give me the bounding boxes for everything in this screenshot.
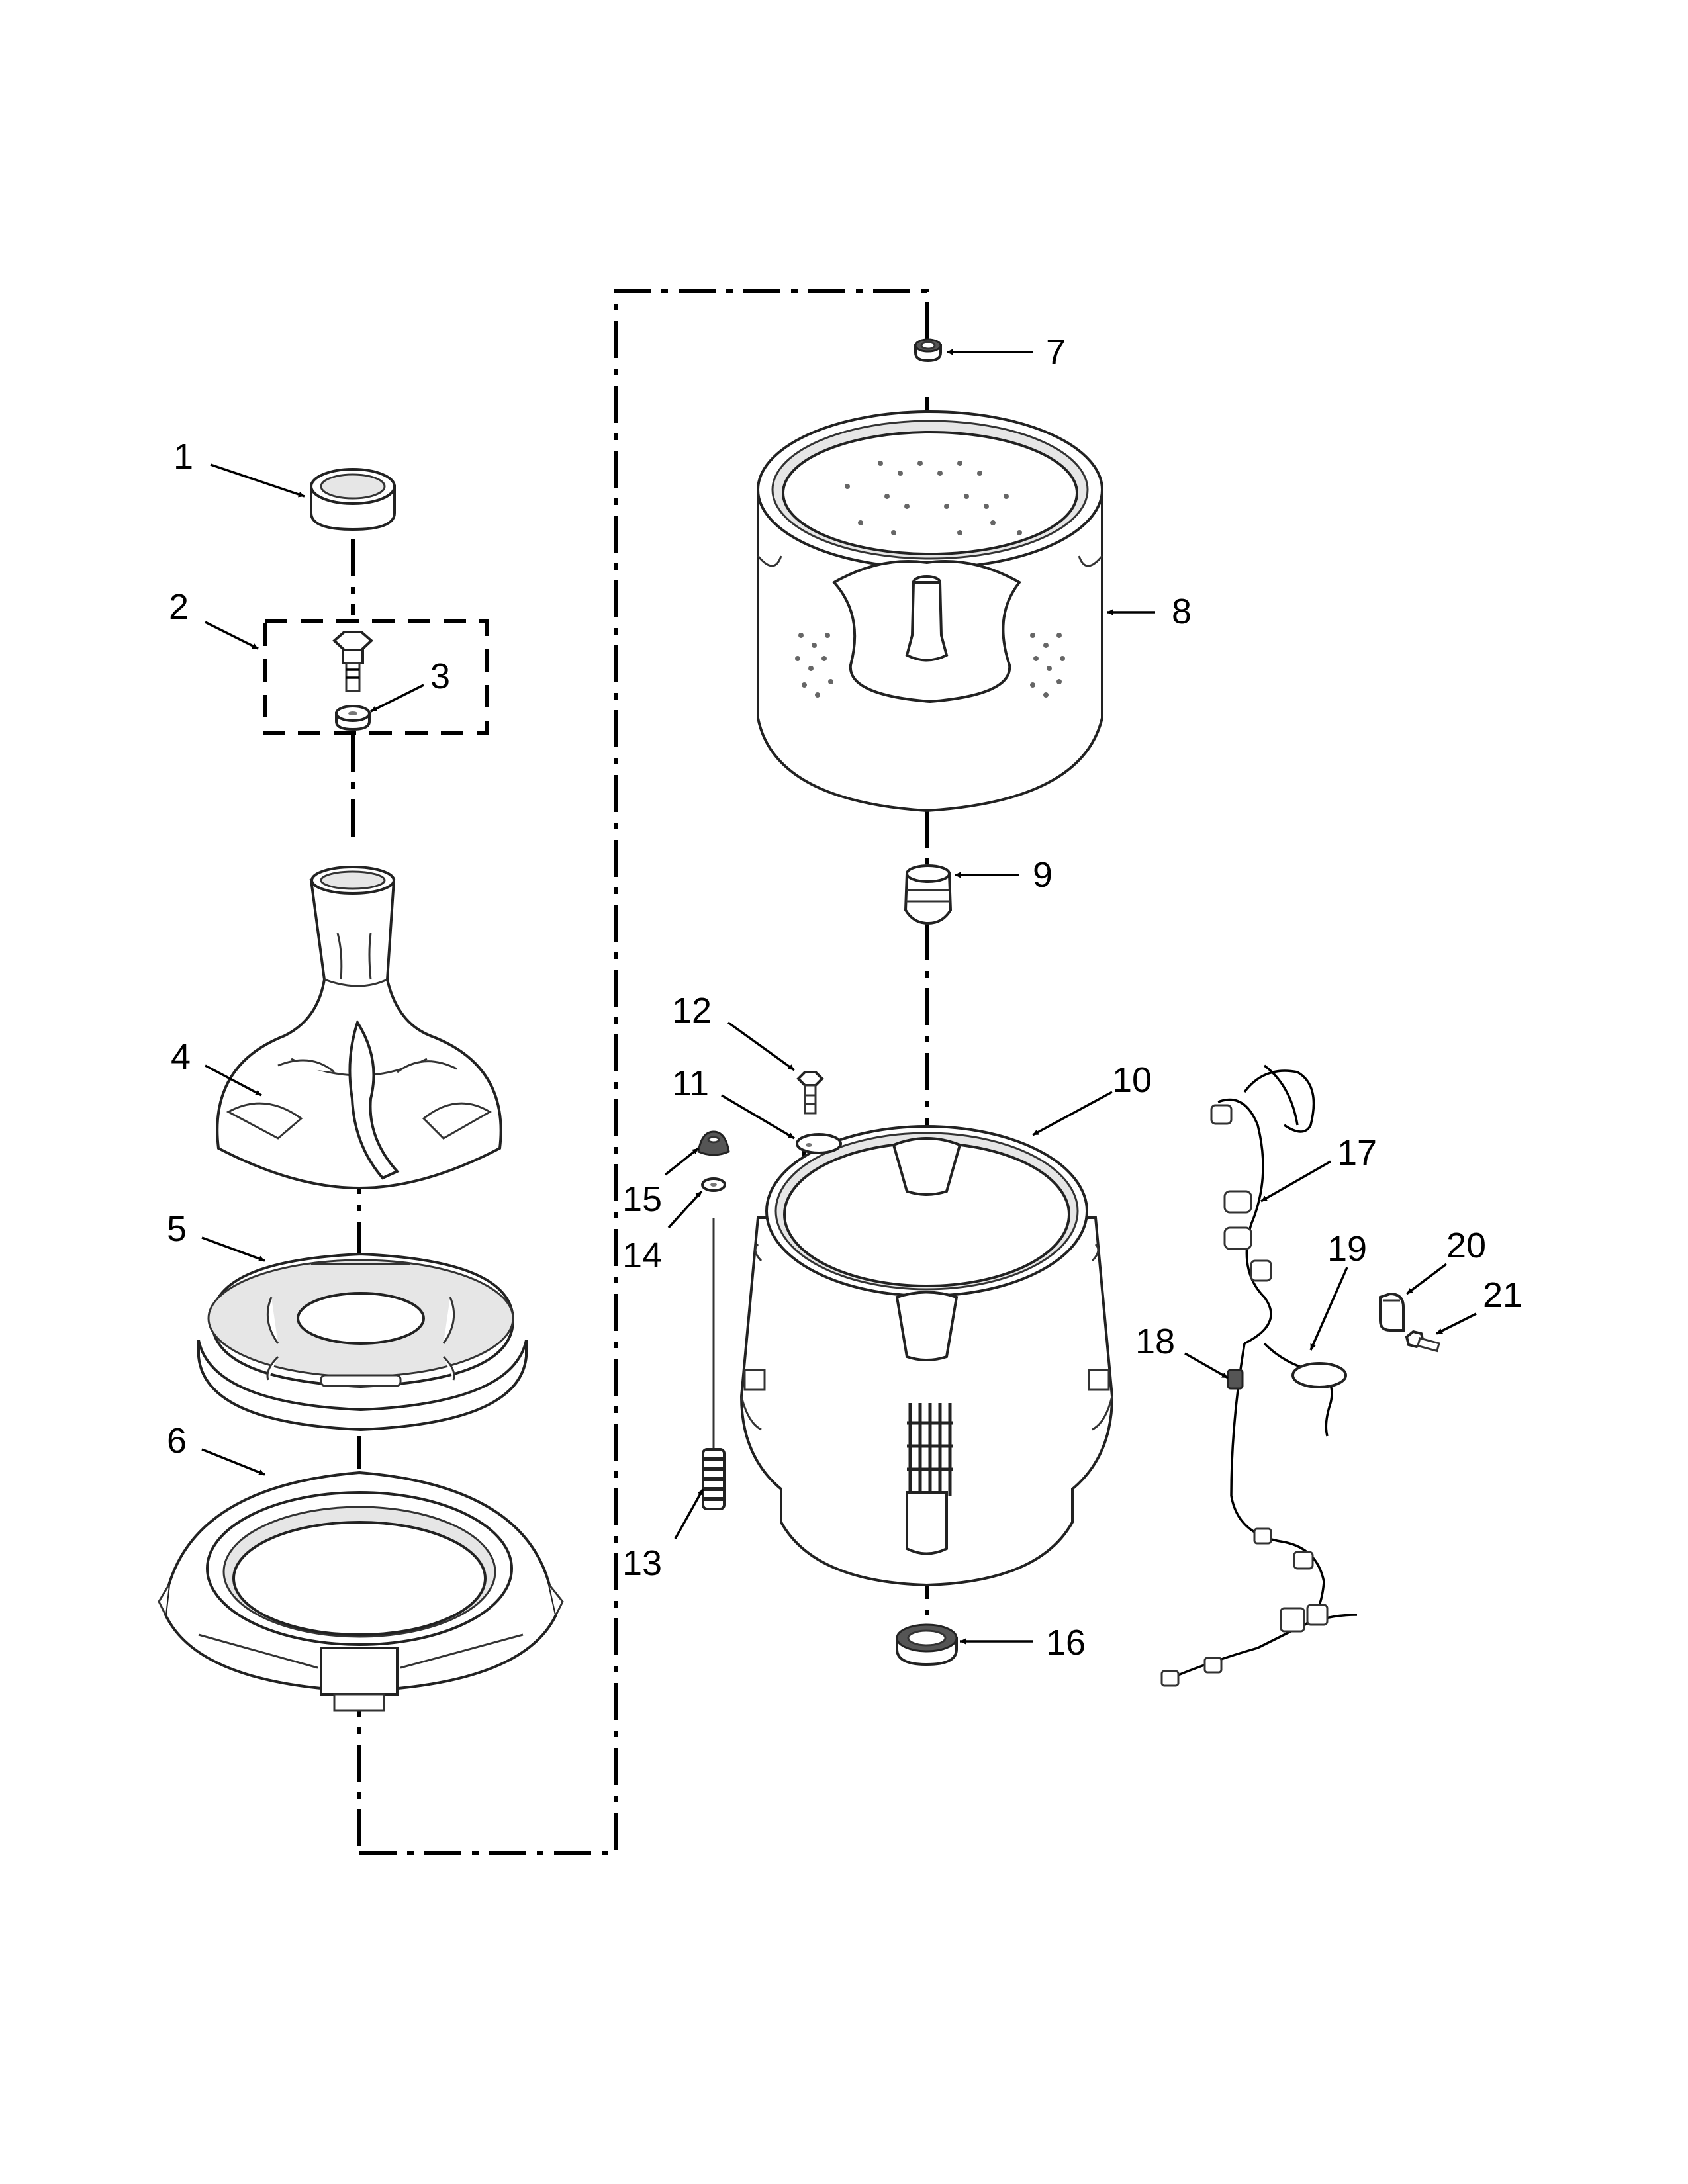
part-9-bushing [904, 864, 953, 925]
part-17-wire-harness [1160, 1064, 1358, 1687]
part-8-basket [757, 410, 1103, 813]
part-label-14: 14 [622, 1236, 662, 1275]
part-label-2: 2 [169, 587, 189, 627]
part-label-5: 5 [167, 1209, 187, 1249]
part-14-grommet [701, 1177, 726, 1192]
part-1-agitator-cap [310, 468, 396, 531]
part-label-1: 1 [173, 437, 193, 477]
part-5-ring-plate [197, 1252, 528, 1432]
part-label-7: 7 [1046, 332, 1066, 372]
part-label-6: 6 [167, 1421, 187, 1461]
part-label-8: 8 [1172, 592, 1192, 631]
part-15-knob [697, 1130, 730, 1156]
part-10-outer-tub [739, 1125, 1114, 1587]
part-label-11: 11 [672, 1064, 709, 1103]
part-label-9: 9 [1033, 855, 1053, 895]
part-label-3: 3 [430, 657, 450, 696]
part-13-filter-rod [702, 1218, 726, 1510]
part-20-bracket [1379, 1292, 1405, 1332]
part-label-12: 12 [672, 991, 712, 1030]
part-2-bolt [332, 631, 373, 692]
part-label-18: 18 [1135, 1322, 1175, 1361]
part-7-nut [914, 338, 942, 363]
part-6-base-ring [158, 1471, 564, 1712]
leader-lines [201, 349, 1477, 1645]
part-label-17: 17 [1337, 1133, 1377, 1173]
fastener-group-box [263, 619, 489, 735]
part-21-screw [1405, 1330, 1440, 1353]
part-4-agitator [216, 866, 502, 1190]
part-11-plate [796, 1133, 842, 1154]
part-19-hose [1263, 1342, 1347, 1437]
part-label-4: 4 [171, 1037, 191, 1077]
part-label-19: 19 [1327, 1229, 1367, 1269]
part-labels: 1 2 3 4 5 6 7 8 9 10 11 12 13 14 15 16 1… [167, 332, 1523, 1662]
part-16-seal [896, 1623, 958, 1666]
part-label-13: 13 [622, 1543, 662, 1583]
part-label-10: 10 [1112, 1060, 1152, 1100]
part-label-16: 16 [1046, 1623, 1086, 1662]
part-label-20: 20 [1446, 1226, 1486, 1265]
part-label-15: 15 [622, 1179, 662, 1219]
part-18-clip [1227, 1369, 1244, 1390]
part-label-21: 21 [1483, 1275, 1523, 1315]
part-12-screw [796, 1071, 824, 1115]
part-3-washer [335, 705, 371, 731]
